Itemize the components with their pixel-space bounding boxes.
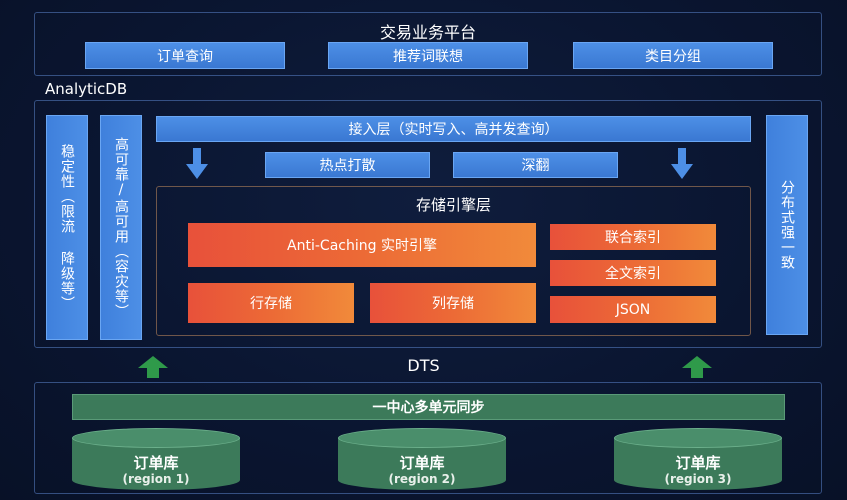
column-store-box: 列存储 (370, 283, 536, 323)
storage-engine-title: 存储引擎层 (415, 196, 491, 214)
database-region: (region 1) (122, 472, 190, 486)
anti-caching-engine-box: Anti-Caching 实时引擎 (188, 223, 536, 267)
database-region: (region 2) (388, 472, 456, 486)
storage-engine-frame: 存储引擎层 (156, 186, 751, 336)
database-name: 订单库 (399, 454, 445, 472)
json-box: JSON (550, 296, 716, 323)
keyword-suggestion-box: 推荐词联想 (328, 42, 528, 69)
analyticdb-label: AnalyticDB (45, 80, 128, 98)
stability-pillar: 稳定性（限流 降级等） (46, 115, 88, 340)
order-database-region-3: 订单库 (region 3) (614, 428, 782, 490)
order-database-region-2: 订单库 (region 2) (338, 428, 506, 490)
up-arrow-icon (682, 356, 712, 378)
database-region: (region 3) (664, 472, 732, 486)
business-platform-frame: 交易业务平台 订单查询 推荐词联想 类目分组 (34, 12, 822, 76)
high-availability-pillar-label: 高可靠/高可用（容灾等） (113, 136, 129, 319)
database-name: 订单库 (675, 454, 721, 472)
row-store-box: 行存储 (188, 283, 354, 323)
high-availability-pillar: 高可靠/高可用（容灾等） (100, 115, 142, 340)
fulltext-index-box: 全文索引 (550, 260, 716, 286)
database-name: 订单库 (133, 454, 179, 472)
category-grouping-box: 类目分组 (573, 42, 773, 69)
business-platform-title: 交易业务平台 (379, 23, 476, 42)
multi-unit-sync-bar: 一中心多单元同步 (72, 394, 785, 420)
up-arrow-icon (138, 356, 168, 378)
consistency-pillar-label: 分布式强一致 (779, 180, 795, 270)
order-query-box: 订单查询 (85, 42, 285, 69)
dts-label: DTS (407, 356, 440, 375)
down-arrow-icon (671, 148, 693, 179)
deep-paging-box: 深翻 (453, 152, 618, 178)
analyticdb-frame (34, 100, 822, 348)
down-arrow-icon (186, 148, 208, 179)
multi-unit-sync-label: 一中心多单元同步 (372, 400, 485, 416)
composite-index-box: 联合索引 (550, 224, 716, 250)
order-database-region-1: 订单库 (region 1) (72, 428, 240, 490)
dts-frame (34, 382, 822, 494)
hotspot-scatter-box: 热点打散 (265, 152, 430, 178)
consistency-pillar: 分布式强一致 (766, 115, 808, 335)
access-layer-bar: 接入层（实时写入、高并发查询） (156, 116, 751, 142)
stability-pillar-label: 稳定性（限流 降级等） (59, 144, 75, 311)
